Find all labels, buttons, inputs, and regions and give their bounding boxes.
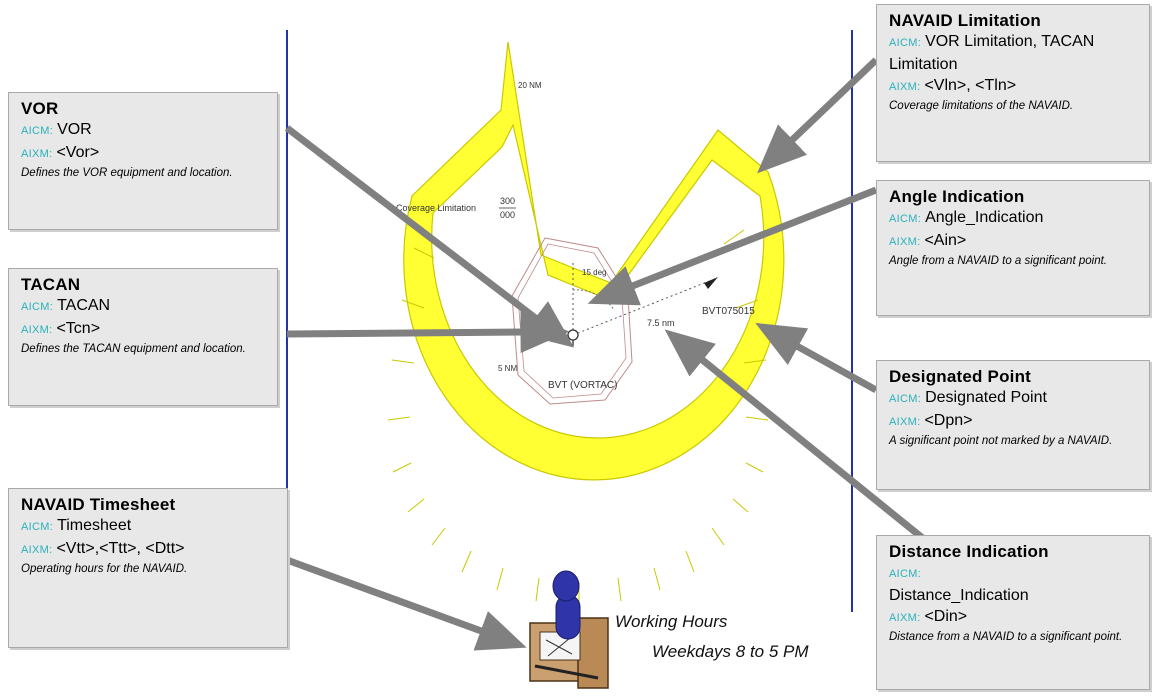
arrow-distance	[664, 329, 928, 543]
timesheet-title: NAVAID Timesheet	[21, 495, 176, 514]
arrow-limitation	[757, 57, 879, 174]
designated-point-aixm-value: <Dpn>	[924, 412, 973, 429]
label-20-nm: 20 NM	[518, 81, 542, 90]
working-hours-label: Working Hours	[615, 612, 728, 631]
timesheet-aixm-value: <Vtt>,<Ttt>, <Dtt>	[56, 540, 185, 557]
designated-point-aixm-tag: AIXM:	[889, 416, 921, 428]
vor-aixm-tag: AIXM:	[21, 148, 53, 160]
arrow-designated	[755, 322, 878, 394]
angle-aixm-tag: AIXM:	[889, 236, 921, 248]
angle-aicm-value: Angle_Indication	[925, 209, 1044, 226]
timesheet-aicm-tag: AICM:	[21, 521, 54, 533]
label-5-nm: 5 NM	[498, 364, 517, 373]
distance-aicm-value: Distance_Indication	[889, 587, 1029, 604]
limitation-description: Coverage limitations of the NAVAID.	[889, 100, 1074, 112]
limitation-aicm-value: VOR Limitation, TACAN Limitation	[889, 33, 1095, 73]
tacan-aixm-tag: AIXM:	[21, 324, 53, 336]
timesheet-description: Operating hours for the NAVAID.	[21, 563, 188, 575]
label-station-name: BVT (VORTAC)	[548, 380, 617, 391]
vor-box: VOR AICM:VOR AIXM:<Vor> Defines the VOR …	[8, 92, 278, 230]
distance-title: Distance Indication	[889, 542, 1049, 561]
angle-aixm-value: <Ain>	[924, 232, 967, 249]
vor-description: Defines the VOR equipment and location.	[21, 167, 233, 179]
label-coverage-top: 300	[500, 196, 515, 206]
label-coverage-bottom: 000	[500, 210, 515, 220]
inner-octagon-ring	[511, 237, 633, 405]
angle-arc	[572, 289, 615, 311]
angle-aicm-tag: AICM:	[889, 213, 922, 225]
angle-box: Angle Indication AICM:Angle_Indication A…	[876, 180, 1150, 316]
designated-point-marker	[704, 277, 718, 289]
vor-aicm-value: VOR	[57, 121, 92, 138]
vor-aicm-tag: AICM:	[21, 125, 54, 137]
vor-title: VOR	[21, 99, 59, 118]
timesheet-aixm-tag: AIXM:	[21, 544, 53, 556]
tacan-aicm-tag: AICM:	[21, 301, 54, 313]
designated-point-box: Designated Point AICM:Designated Point A…	[876, 360, 1150, 490]
angle-title: Angle Indication	[889, 187, 1025, 206]
coverage-band-segments	[387, 229, 769, 605]
vortac-station-icon	[567, 329, 579, 341]
working-hours-schedule: Weekdays 8 to 5 PM	[652, 642, 809, 661]
distance-aixm-tag: AIXM:	[889, 612, 921, 624]
tacan-aixm-value: <Tcn>	[56, 320, 101, 337]
arrow-angle	[587, 186, 878, 306]
limitation-aixm-tag: AIXM:	[889, 81, 921, 93]
angle-description: Angle from a NAVAID to a significant poi…	[889, 255, 1107, 267]
arrow-vor	[284, 125, 575, 348]
label-designated-point-id: BVT075015	[702, 306, 755, 317]
designated-point-description: A significant point not marked by a NAVA…	[889, 435, 1113, 447]
designated-point-aicm-tag: AICM:	[889, 393, 922, 405]
distance-aixm-value: <Din>	[924, 608, 968, 625]
arrow-timesheet	[285, 556, 527, 651]
tacan-aicm-value: TACAN	[57, 297, 111, 314]
tacan-description: Defines the TACAN equipment and location…	[21, 343, 246, 355]
timesheet-aicm-value: Timesheet	[57, 517, 132, 534]
designated-point-title: Designated Point	[889, 367, 1032, 386]
limitation-title: NAVAID Limitation	[889, 11, 1041, 30]
label-coverage-limitation: Coverage Limitation	[396, 203, 476, 213]
designated-point-aicm-value: Designated Point	[925, 389, 1047, 406]
distance-description: Distance from a NAVAID to a significant …	[889, 631, 1123, 643]
person-at-desk-icon	[529, 570, 609, 689]
label-15-deg: 15 deg	[582, 268, 606, 277]
limitation-aicm-tag: AICM:	[889, 37, 922, 49]
timesheet-box: NAVAID Timesheet AICM:Timesheet AIXM:<Vt…	[8, 488, 288, 648]
tacan-title: TACAN	[21, 275, 81, 294]
distance-aicm-tag: AICM:	[889, 568, 922, 580]
pointer-arrows	[284, 57, 928, 651]
coverage-band	[403, 41, 785, 481]
limitation-box: NAVAID Limitation AICM:VOR Limitation, T…	[876, 4, 1150, 162]
limitation-aixm-value: <Vln>, <Tln>	[924, 77, 1017, 94]
arrow-tacan	[286, 311, 570, 354]
label-7-5-nm: 7.5 nm	[647, 318, 675, 328]
vor-aixm-value: <Vor>	[56, 144, 100, 161]
distance-box: Distance Indication AICM: Distance_Indic…	[876, 535, 1150, 690]
tacan-box: TACAN AICM:TACAN AIXM:<Tcn> Defines the …	[8, 268, 278, 406]
